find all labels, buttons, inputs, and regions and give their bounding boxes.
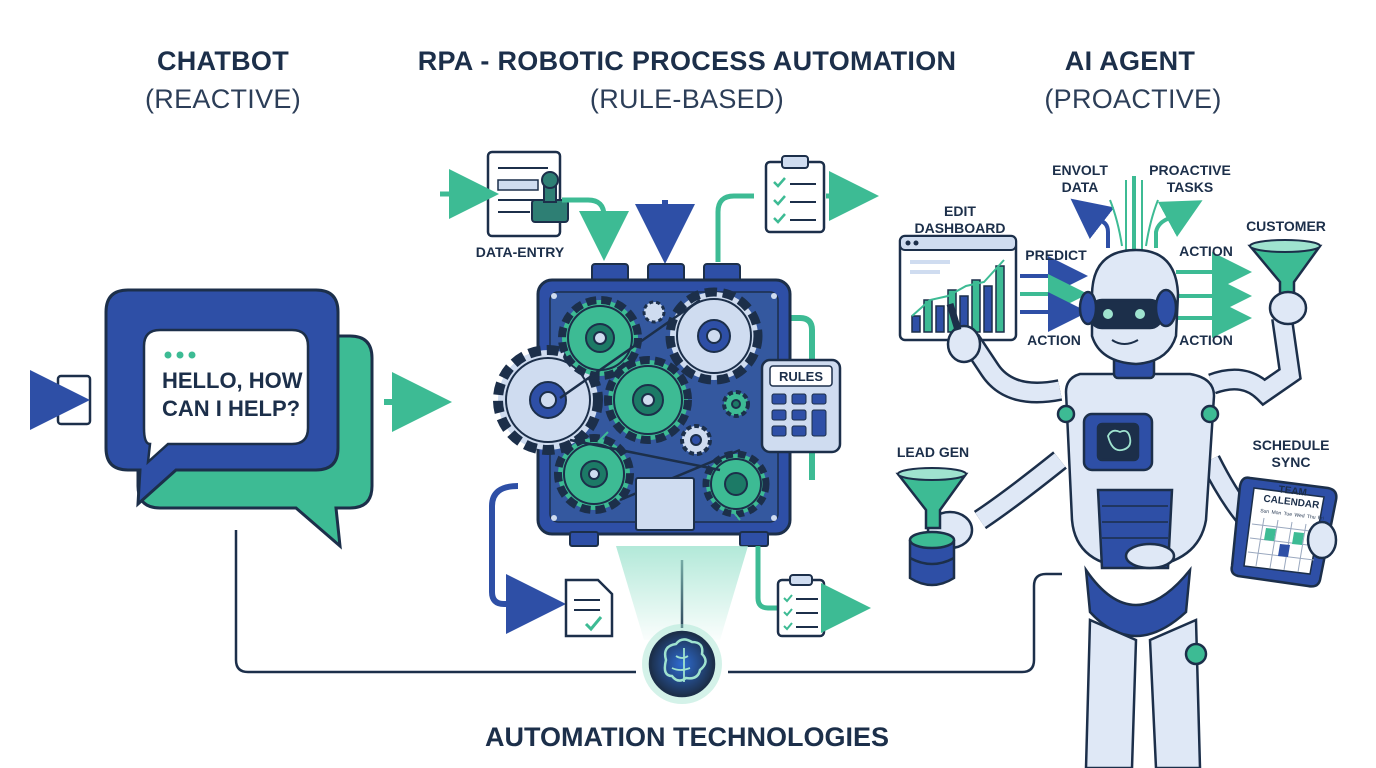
- clipboard-checklist-icon: [776, 574, 826, 638]
- tablet-day: Fri: [1317, 515, 1325, 522]
- brain-icon: [642, 624, 722, 704]
- proactive-tasks-label: PROACTIVE TASKS: [1149, 162, 1231, 195]
- tablet-day: Tue: [1283, 510, 1293, 518]
- schedule-sync-label: SCHEDULE SYNC: [1252, 437, 1330, 470]
- lead-gen-label: LEAD GEN: [896, 444, 970, 460]
- document-stamp-icon: [486, 150, 569, 238]
- document-check-icon: [564, 578, 614, 638]
- agent-title: AI AGENT: [1064, 46, 1196, 76]
- database-icon: [908, 530, 956, 587]
- rpa-illustration: [440, 150, 879, 640]
- rpa-subtitle: (RULE-BASED): [589, 84, 785, 114]
- tablet-day: Sun: [1259, 508, 1270, 516]
- tablet-day: Wed: [1294, 512, 1305, 520]
- gear-icon: [665, 287, 763, 385]
- chatbot-message: HELLO, HOW CAN I HELP?: [162, 368, 303, 421]
- action-label-left: ACTION: [1027, 332, 1081, 348]
- funnel-icon: [895, 467, 969, 530]
- footer-label: AUTOMATION TECHNOLOGIES: [485, 722, 889, 752]
- gear-icon: [604, 356, 692, 444]
- login-icon: [30, 370, 92, 430]
- chatbot-subtitle: (REACTIVE): [144, 84, 301, 114]
- action-label-top: ACTION: [1179, 243, 1233, 259]
- gear-icon: [493, 345, 603, 455]
- envolt-data-label: ENVOLT DATA: [1052, 162, 1108, 195]
- gear-icon: [554, 434, 634, 514]
- rules-label: RULES: [778, 369, 824, 384]
- agent-subtitle: (PROACTIVE): [1044, 84, 1222, 114]
- edit-dashboard-label: EDIT DASHBOARD: [914, 203, 1006, 236]
- gear-icon: [702, 450, 770, 518]
- clipboard-checklist-icon: [764, 155, 826, 234]
- predict-label: PREDICT: [1025, 247, 1087, 263]
- data-entry-label: DATA-ENTRY: [475, 244, 565, 260]
- tablet-day: Thu: [1306, 513, 1316, 521]
- rules-panel-icon: [760, 358, 842, 454]
- customer-label: CUSTOMER: [1246, 218, 1326, 234]
- ai-agent-illustration: [895, 176, 1338, 768]
- rpa-title: RPA - ROBOTIC PROCESS AUTOMATION: [417, 46, 957, 76]
- chatbot-illustration: [30, 288, 452, 550]
- dashboard-chart-icon: [898, 234, 1018, 342]
- tablet-calendar-icon: [1124, 476, 1338, 588]
- tablet-day: Mon: [1271, 509, 1282, 517]
- action-label-right: ACTION: [1179, 332, 1233, 348]
- chatbot-title: CHATBOT: [156, 46, 290, 76]
